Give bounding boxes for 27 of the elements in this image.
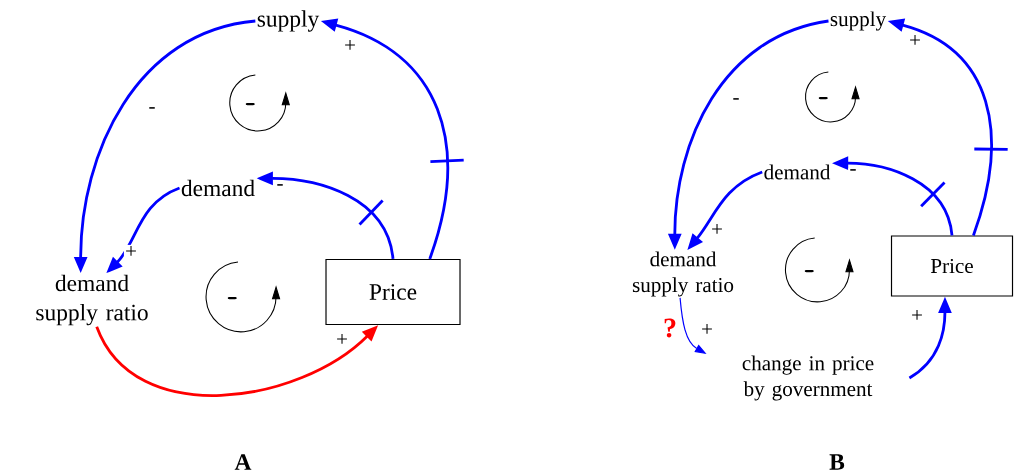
loop-sign: - bbox=[245, 102, 255, 106]
loop-sign: - bbox=[227, 296, 237, 300]
polarity-sign: - bbox=[275, 182, 285, 192]
panel-letter: B bbox=[829, 454, 845, 470]
variable-label: demand supply ratio bbox=[632, 251, 734, 297]
variable-label: demand bbox=[181, 179, 255, 197]
polarity-sign: + bbox=[907, 33, 923, 49]
variable-label: supply bbox=[257, 10, 320, 32]
polarity-sign: - bbox=[848, 167, 858, 177]
variable-label: demand bbox=[764, 164, 831, 180]
stock-box: Price bbox=[890, 235, 1014, 297]
loop-sign: - bbox=[804, 269, 814, 273]
polarity-sign: + bbox=[334, 332, 350, 348]
polarity-sign: + bbox=[699, 322, 715, 338]
variable-label: change in price by government bbox=[742, 355, 874, 401]
polarity-sign: + bbox=[123, 244, 139, 260]
stock-box: Price bbox=[325, 258, 461, 326]
polarity-sign: + bbox=[342, 38, 358, 54]
polarity-sign: - bbox=[147, 105, 157, 115]
question-mark: ? bbox=[664, 318, 676, 338]
variable-label: supply bbox=[830, 11, 887, 31]
polarity-sign: - bbox=[731, 96, 741, 106]
variable-label: demand supply ratio bbox=[36, 274, 148, 326]
panel-letter: A bbox=[234, 454, 252, 470]
polarity-sign: + bbox=[709, 222, 725, 238]
polarity-sign: + bbox=[909, 308, 925, 324]
loop-sign: - bbox=[818, 96, 828, 100]
